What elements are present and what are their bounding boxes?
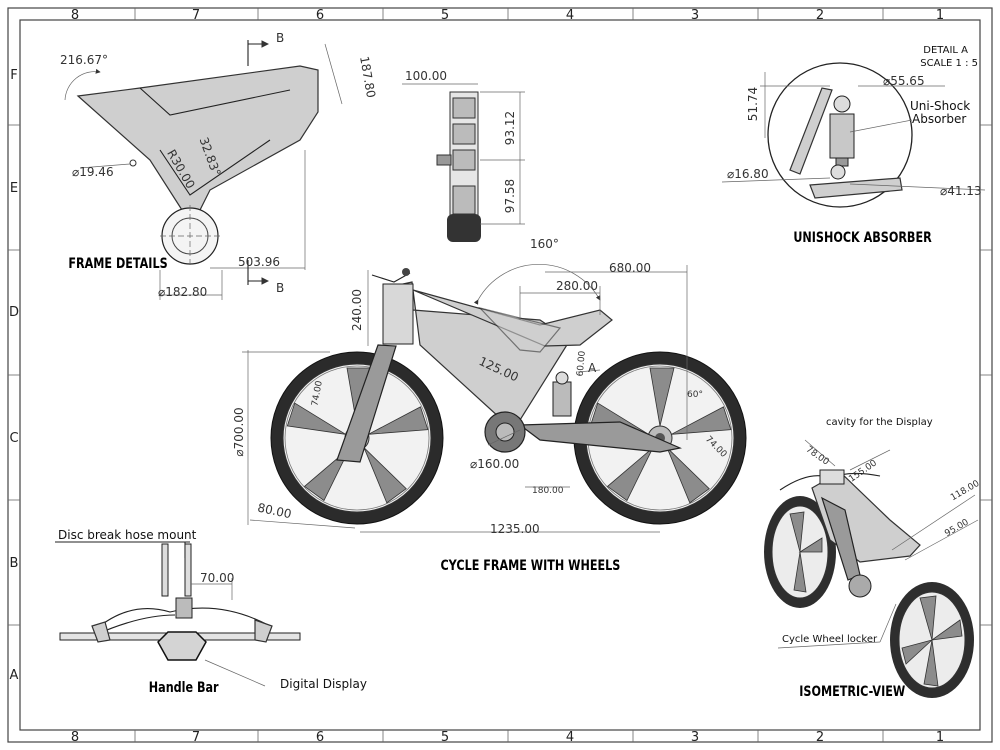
detail-scale: SCALE 1 : 5 [920,58,978,69]
dim-5565: ⌀55.65 [883,74,925,88]
dim-10000: 100.00 [405,69,447,83]
dim-7800: 78.00 [804,445,831,468]
dim-123500: 1235.00 [490,522,540,536]
shock-label-2: Absorber [912,112,966,126]
detail-label: DETAIL A [923,45,968,56]
shock-label-1: Uni-Shock [910,99,970,113]
dim-angle: 216.67° [60,53,108,67]
dim-angle-160: 160° [530,237,559,251]
dim-d1946: ⌀19.46 [72,165,114,179]
dim-1680: ⌀16.80 [727,167,769,181]
col-label: 5 [441,8,449,23]
row-label: C [9,431,18,446]
col-label: 5 [441,730,449,745]
dim-16000: ⌀160.00 [470,457,519,471]
handlebar-view: Disc break hose mount 70.00 Digital Disp… [55,528,367,695]
col-label: 8 [71,730,79,745]
dim-6000: 60.00 [576,350,588,377]
label-digital-display: Digital Display [280,677,367,691]
dim-18000: 180.00 [532,486,564,496]
dim-68000: 680.00 [609,261,651,275]
section-mark-detail: A [588,361,597,375]
col-label: 6 [316,8,324,23]
dim-7000: 70.00 [200,571,234,585]
isometric-view: cavity for the Display 78.00 155.00 118.… [764,417,982,699]
dim-7400a: 74.00 [311,380,325,407]
col-label: 1 [936,730,944,745]
dim-angle-60: 60° [687,390,703,400]
col-label: 2 [816,8,824,23]
dim-8000: 80.00 [256,500,293,521]
zone-labels: 8 7 6 5 4 3 2 1 8 7 6 5 4 3 2 1 F E D C … [9,8,944,745]
col-label: 4 [566,8,574,23]
col-label: 4 [566,730,574,745]
label-hose-mount: Disc break hose mount [58,528,197,542]
section-view: 100.00 93.12 97.58 [402,69,525,242]
title-isometric: ISOMETRIC-VIEW [799,683,905,700]
row-label: A [10,668,19,683]
section-mark-bottom: B [276,281,284,295]
dim-4113: ⌀41.13 [940,184,982,198]
dim-28000: 280.00 [556,279,598,293]
dim-18780: 187.80 [357,55,378,99]
row-label: E [10,181,18,196]
dim-50396: 503.96 [238,255,280,269]
title-handle-bar: Handle Bar [149,679,219,696]
row-label: F [10,68,17,83]
title-frame-details: FRAME DETAILS [68,255,167,272]
dim-9312: 93.12 [503,111,517,145]
dim-70000: ⌀700.00 [232,407,246,456]
col-label: 7 [192,8,200,23]
section-mark-top: B [276,31,284,45]
dim-24000: 240.00 [350,289,364,331]
col-label: 7 [192,730,200,745]
col-label: 2 [816,730,824,745]
row-label: D [9,305,19,320]
dim-5174: 51.74 [746,87,760,121]
unishock-detail: DETAIL A SCALE 1 : 5 51.74 ⌀55.65 ⌀16.80… [721,45,986,246]
col-label: 8 [71,8,79,23]
col-label: 3 [691,730,699,745]
row-label: B [10,556,19,571]
col-label: 3 [691,8,699,23]
zone-ticks [8,8,992,742]
label-wheel-locker: Cycle Wheel locker [782,634,878,645]
dim-15500: 155.00 [847,458,879,484]
cycle-main-view: 160° 680.00 280.00 240.00 125.00 ⌀700.00… [232,237,747,574]
frame-details-view: 216.67° R30.00 32.83° ⌀19.46 187.80 503.… [60,31,378,300]
dim-9500: 95.00 [943,517,971,539]
dim-18280: ⌀182.80 [158,285,207,299]
label-display-cavity: cavity for the Display [826,417,933,428]
title-unishock: UNISHOCK ABSORBER [793,229,932,246]
col-label: 6 [316,730,324,745]
dim-11800: 118.00 [949,479,982,504]
title-cycle-frame: CYCLE FRAME WITH WHEELS [440,557,620,574]
col-label: 1 [936,8,944,23]
dim-9758: 97.58 [503,179,517,213]
